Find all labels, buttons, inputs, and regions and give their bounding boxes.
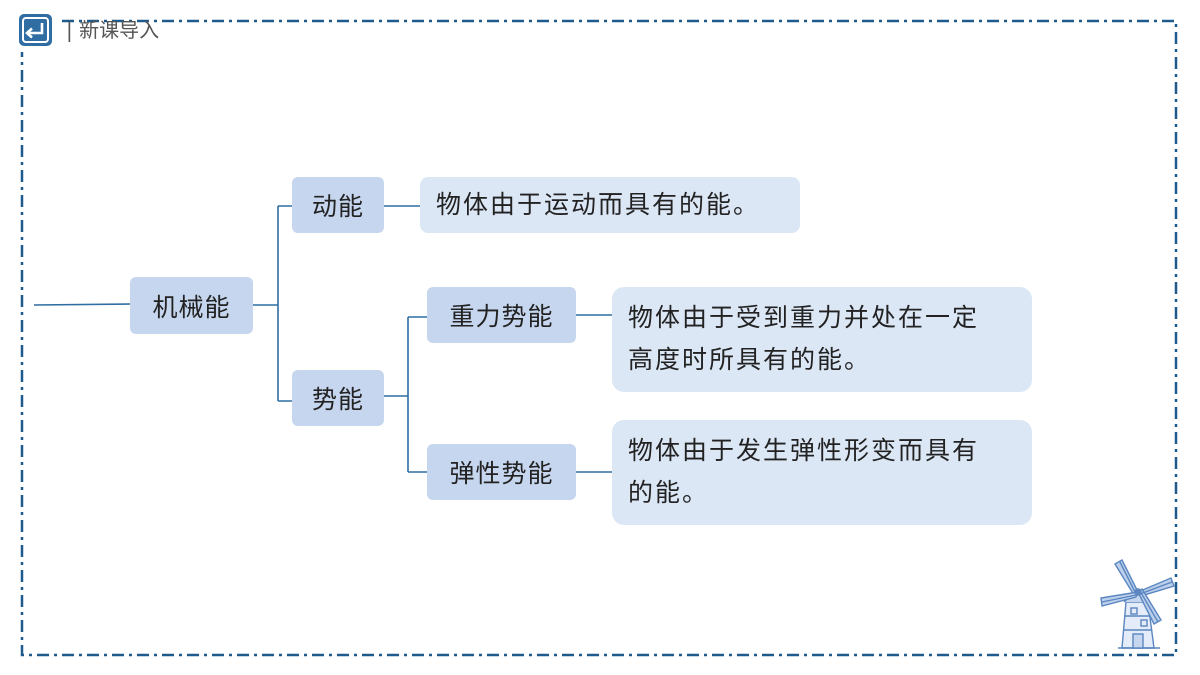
definition-line: 物体由于发生弹性形变而具有	[628, 436, 980, 465]
node-mechanical-energy: 机械能	[130, 277, 253, 334]
connector-potential-children	[384, 316, 427, 473]
node-label: 弹性势能	[449, 459, 554, 488]
definition-line: 物体由于受到重力并处在一定	[628, 303, 980, 332]
connector-root-lead	[33, 303, 131, 306]
section-title: | 新课导入	[66, 16, 159, 44]
node-label: 势能	[311, 385, 364, 414]
node-potential-energy: 势能	[292, 370, 384, 426]
title-separator: |	[66, 18, 80, 42]
definition-line: 的能。	[628, 478, 710, 507]
node-gravitational-potential-energy: 重力势能	[427, 287, 576, 343]
node-label: 重力势能	[449, 302, 554, 331]
connector-root-branches	[252, 205, 293, 402]
definition-line: 高度时所具有的能。	[628, 345, 872, 374]
node-elastic-potential-energy: 弹性势能	[427, 444, 576, 500]
node-label: 动能	[311, 192, 364, 221]
definition-text: 物体由于运动而具有的能。	[436, 190, 761, 219]
definition-elastic-potential-energy: 物体由于发生弹性形变而具有 的能。	[612, 420, 1032, 525]
definition-kinetic-energy: 物体由于运动而具有的能。	[420, 177, 800, 233]
section-title-text: 新课导入	[79, 18, 160, 42]
node-kinetic-energy: 动能	[292, 177, 384, 233]
definition-gravitational-potential-energy: 物体由于受到重力并处在一定 高度时所具有的能。	[612, 287, 1032, 392]
return-arrow-icon[interactable]	[18, 13, 53, 47]
windmill-illustration	[1100, 559, 1175, 649]
node-label: 机械能	[152, 292, 231, 322]
